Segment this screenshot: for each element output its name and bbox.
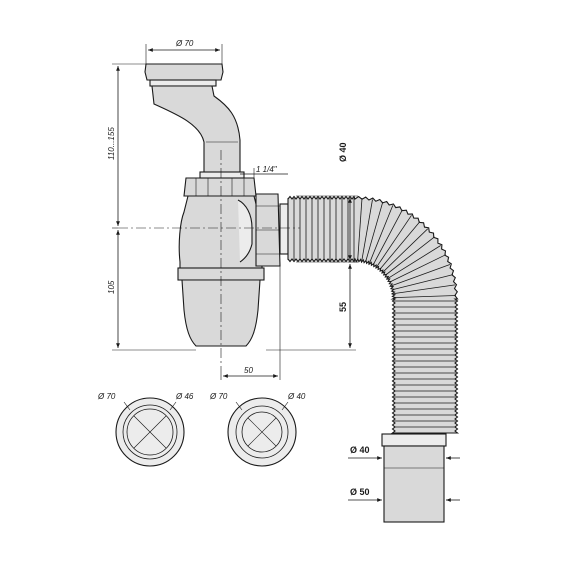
drop-height-label: 55 <box>338 302 348 312</box>
hose-ridge <box>393 295 456 298</box>
dimension-lines <box>112 44 460 502</box>
offset-label: 50 <box>244 366 253 375</box>
seal-ring-1: Ø 70 Ø 46 <box>97 392 194 467</box>
hose-body <box>287 195 460 434</box>
dimension-labels: Ø 70 110...155 105 1 1/4" 50 Ø 40 55 Ø 4… <box>107 39 370 497</box>
hose-ridge <box>357 198 363 261</box>
hose-ridge <box>389 254 446 283</box>
outlet-inner-label: Ø 40 <box>350 445 370 455</box>
hose-ridge <box>379 221 421 270</box>
hose-ridge <box>385 236 435 276</box>
hose-ridge <box>393 284 456 294</box>
hose-ridge <box>376 215 412 267</box>
thread-label: 1 1/4" <box>256 165 278 174</box>
telescopic-extension-tube <box>151 85 241 173</box>
seal-ring-2: Ø 70 Ø 40 <box>209 392 306 467</box>
outlet-outer-label: Ø 50 <box>350 487 370 497</box>
flexible-hose <box>287 195 460 523</box>
upper-height-label: 110...155 <box>107 127 116 160</box>
lower-height-label: 105 <box>107 280 116 294</box>
hose-outlet-collar <box>381 433 447 447</box>
bottle-trap <box>144 63 289 347</box>
hose-outlet-sleeve <box>383 445 445 523</box>
seal-2-outer-label: Ø 70 <box>209 392 228 401</box>
sink-outlet-cup <box>144 63 224 81</box>
top-diameter-label: Ø 70 <box>175 39 194 48</box>
seal-1-inner-label: Ø 46 <box>175 392 194 401</box>
hose-ridge <box>392 274 454 290</box>
hose-ridge <box>361 199 373 261</box>
hose-ridge <box>369 205 394 263</box>
hose-diameter-label: Ø 40 <box>338 142 348 162</box>
hose-corrugations <box>287 198 456 434</box>
hose-ridge <box>391 264 451 287</box>
hose-ridge <box>372 209 403 265</box>
hose-ridge <box>365 201 384 262</box>
seal-1-outer-label: Ø 70 <box>97 392 116 401</box>
hose-ridge <box>387 245 441 279</box>
cup-ring <box>149 79 217 87</box>
hose-ridge <box>382 228 428 273</box>
union-nut <box>183 177 257 197</box>
seal-2-inner-label: Ø 40 <box>287 392 306 401</box>
